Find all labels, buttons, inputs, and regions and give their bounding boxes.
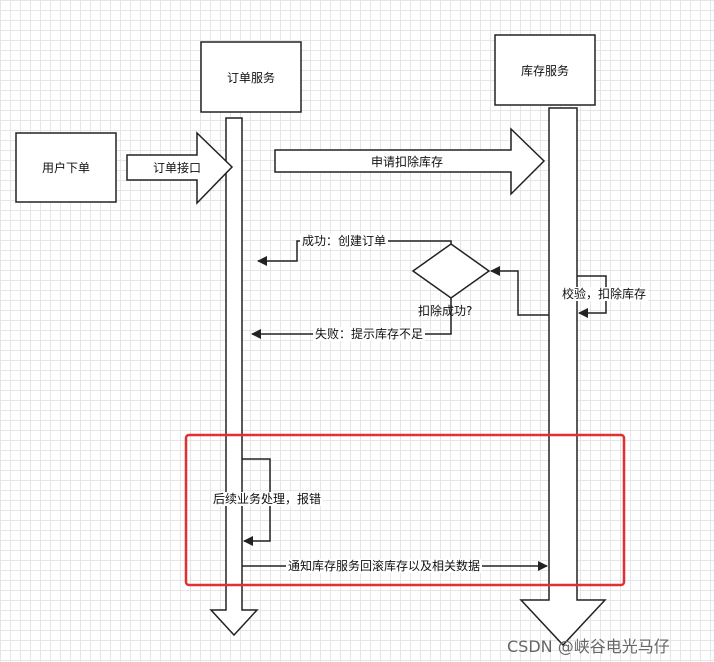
notify-rollback-label: 通知库存服务回滚库存以及相关数据 (286, 559, 483, 573)
order-service-label: 订单服务 (226, 70, 275, 85)
decision-label: 扣除成功? (418, 304, 473, 318)
apply-deduct-arrow (274, 127, 546, 196)
highlight-frame (184, 433, 626, 587)
decision-diamond (411, 243, 491, 299)
apply-deduct-label: 申请扣除库存 (371, 155, 444, 169)
watermark: CSDN @峡谷电光马仔 (507, 637, 670, 656)
order-api-label: 订单接口 (153, 161, 202, 175)
inventory-to-decision-line (490, 266, 549, 316)
user-order-box (15, 132, 117, 203)
verify-label: 校验，扣除库存 (560, 287, 649, 301)
fail-label: 失败：提示库存不足 (313, 327, 426, 341)
success-line (257, 240, 452, 266)
inventory-service-box (494, 34, 596, 106)
order-service-box (200, 41, 302, 113)
follow-up-label: 后续业务处理，报错 (211, 492, 324, 506)
user-order-label: 用户下单 (41, 161, 90, 175)
order-service-lifeline (209, 117, 259, 637)
order-api-arrow (126, 131, 234, 205)
inventory-service-lifeline (519, 107, 607, 647)
success-label: 成功：创建订单 (300, 234, 389, 248)
inventory-service-label: 库存服务 (520, 63, 569, 78)
